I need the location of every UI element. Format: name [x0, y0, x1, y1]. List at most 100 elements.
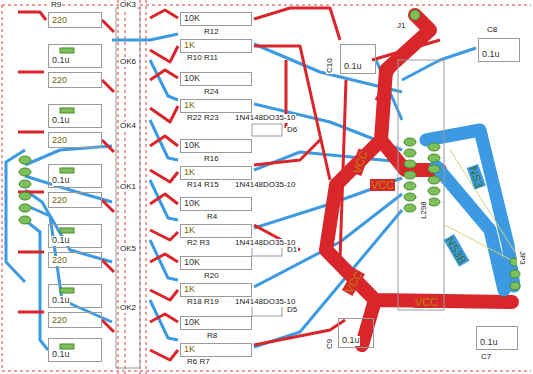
component-value: 1K	[184, 345, 195, 355]
pad	[19, 192, 31, 200]
cap-symbol	[60, 344, 74, 349]
pad	[404, 149, 416, 157]
capacitor-footprint: 0.1u	[48, 44, 102, 68]
component-value: 0.1u	[342, 336, 360, 346]
pad	[404, 160, 416, 168]
component-value: 10K	[184, 199, 200, 209]
ref-designator: OK5	[119, 245, 137, 254]
resistor-footprint: 10K	[180, 12, 252, 26]
ref-designator: C7	[480, 353, 492, 362]
diode-outline	[252, 124, 282, 136]
cap-symbol	[60, 288, 74, 293]
component-value: 220	[52, 76, 67, 86]
ref-designator: R18 R19	[186, 298, 220, 307]
ref-designator: D5	[286, 306, 298, 315]
pad	[428, 176, 440, 184]
resistor-footprint: 220	[48, 72, 102, 88]
ref-designator: R9	[50, 1, 62, 10]
resistor-footprint: 10K	[180, 72, 252, 86]
power-trace	[326, 15, 512, 345]
component-value: 0.1u	[52, 56, 70, 66]
opto-outline	[116, 8, 140, 368]
component-value: 1K	[184, 226, 195, 236]
pad	[19, 216, 31, 224]
ref-designator: C8	[486, 26, 498, 35]
capacitor-footprint: 0.1u	[476, 326, 518, 350]
pad	[404, 204, 416, 212]
capacitor-footprint: 0.1u	[48, 164, 102, 188]
component-value: 1K	[184, 168, 195, 178]
ref-designator: R20	[203, 272, 220, 281]
pad	[19, 180, 31, 188]
net-name: VCC	[414, 296, 439, 308]
component-value: 1K	[184, 101, 195, 111]
pad	[404, 138, 416, 146]
capacitor-footprint: 0.1u	[48, 104, 102, 128]
component-value: 10K	[184, 318, 200, 328]
ref-designator: R2 R3	[186, 239, 211, 248]
component-value: 0.1u	[480, 338, 498, 348]
resistor-footprint: 220	[48, 192, 102, 208]
component-value: 220	[52, 256, 67, 266]
ref-designator: R24	[203, 88, 220, 97]
part-value: 1N4148DO35-10	[234, 114, 296, 123]
component-value: 220	[52, 196, 67, 206]
resistor-footprint: 10K	[180, 256, 252, 270]
ref-designator: OK6	[119, 58, 137, 67]
cap-symbol	[60, 108, 74, 113]
ref-designator: R4	[206, 213, 218, 222]
ref-designator: R22 R23	[186, 114, 220, 123]
ref-designator: R14 R15	[186, 181, 220, 190]
ref-designator: OK2	[119, 304, 137, 313]
resistor-footprint: 1K	[180, 166, 252, 180]
ref-designator: JP3	[517, 250, 526, 266]
pad	[410, 10, 420, 20]
vcc-trace	[326, 15, 512, 345]
component-value: 0.1u	[52, 296, 70, 306]
capacitor-footprint: 0.1u	[340, 44, 376, 74]
pad	[510, 270, 520, 278]
net-name: VCC	[342, 268, 365, 296]
component-value: 0.1u	[52, 236, 70, 246]
ref-designator: J1	[396, 22, 406, 31]
pad	[19, 156, 31, 164]
pad	[404, 182, 416, 190]
ref-designator: OK1	[119, 183, 137, 192]
ref-designator: R8	[206, 332, 218, 341]
component-value: 220	[52, 16, 67, 26]
component-value: 0.1u	[482, 50, 500, 60]
footprints	[116, 8, 444, 368]
net-name: VCC	[370, 179, 395, 191]
component-value: 1K	[184, 285, 195, 295]
pad	[404, 193, 416, 201]
component-value: 10K	[184, 141, 200, 151]
pad	[428, 154, 440, 162]
pad	[510, 282, 520, 290]
resistor-footprint: 10K	[180, 139, 252, 153]
capacitor-footprint: 0.1u	[48, 224, 102, 248]
net-name: NS3B	[444, 234, 470, 267]
component-value: 0.1u	[52, 350, 70, 360]
ref-designator: D6	[286, 126, 298, 135]
ref-designator: R10 R11	[186, 54, 219, 63]
ref-designator: OK3	[119, 1, 137, 10]
resistor-footprint: 220	[48, 132, 102, 148]
resistor-footprint: 10K	[180, 316, 252, 330]
pad	[428, 198, 440, 206]
capacitor-footprint: 0.1u	[338, 318, 374, 348]
resistor-footprint: 220	[48, 312, 102, 328]
resistor-footprint: 1K	[180, 343, 252, 357]
net-name: NS3	[467, 164, 486, 190]
pads	[19, 10, 520, 349]
ns3-trace	[426, 130, 514, 290]
pad	[404, 171, 416, 179]
pad	[428, 187, 440, 195]
component-value: 220	[52, 316, 67, 326]
cap-symbol	[60, 48, 74, 53]
ref-designator: C10	[326, 57, 335, 74]
capacitor-footprint: 0.1u	[48, 338, 102, 362]
